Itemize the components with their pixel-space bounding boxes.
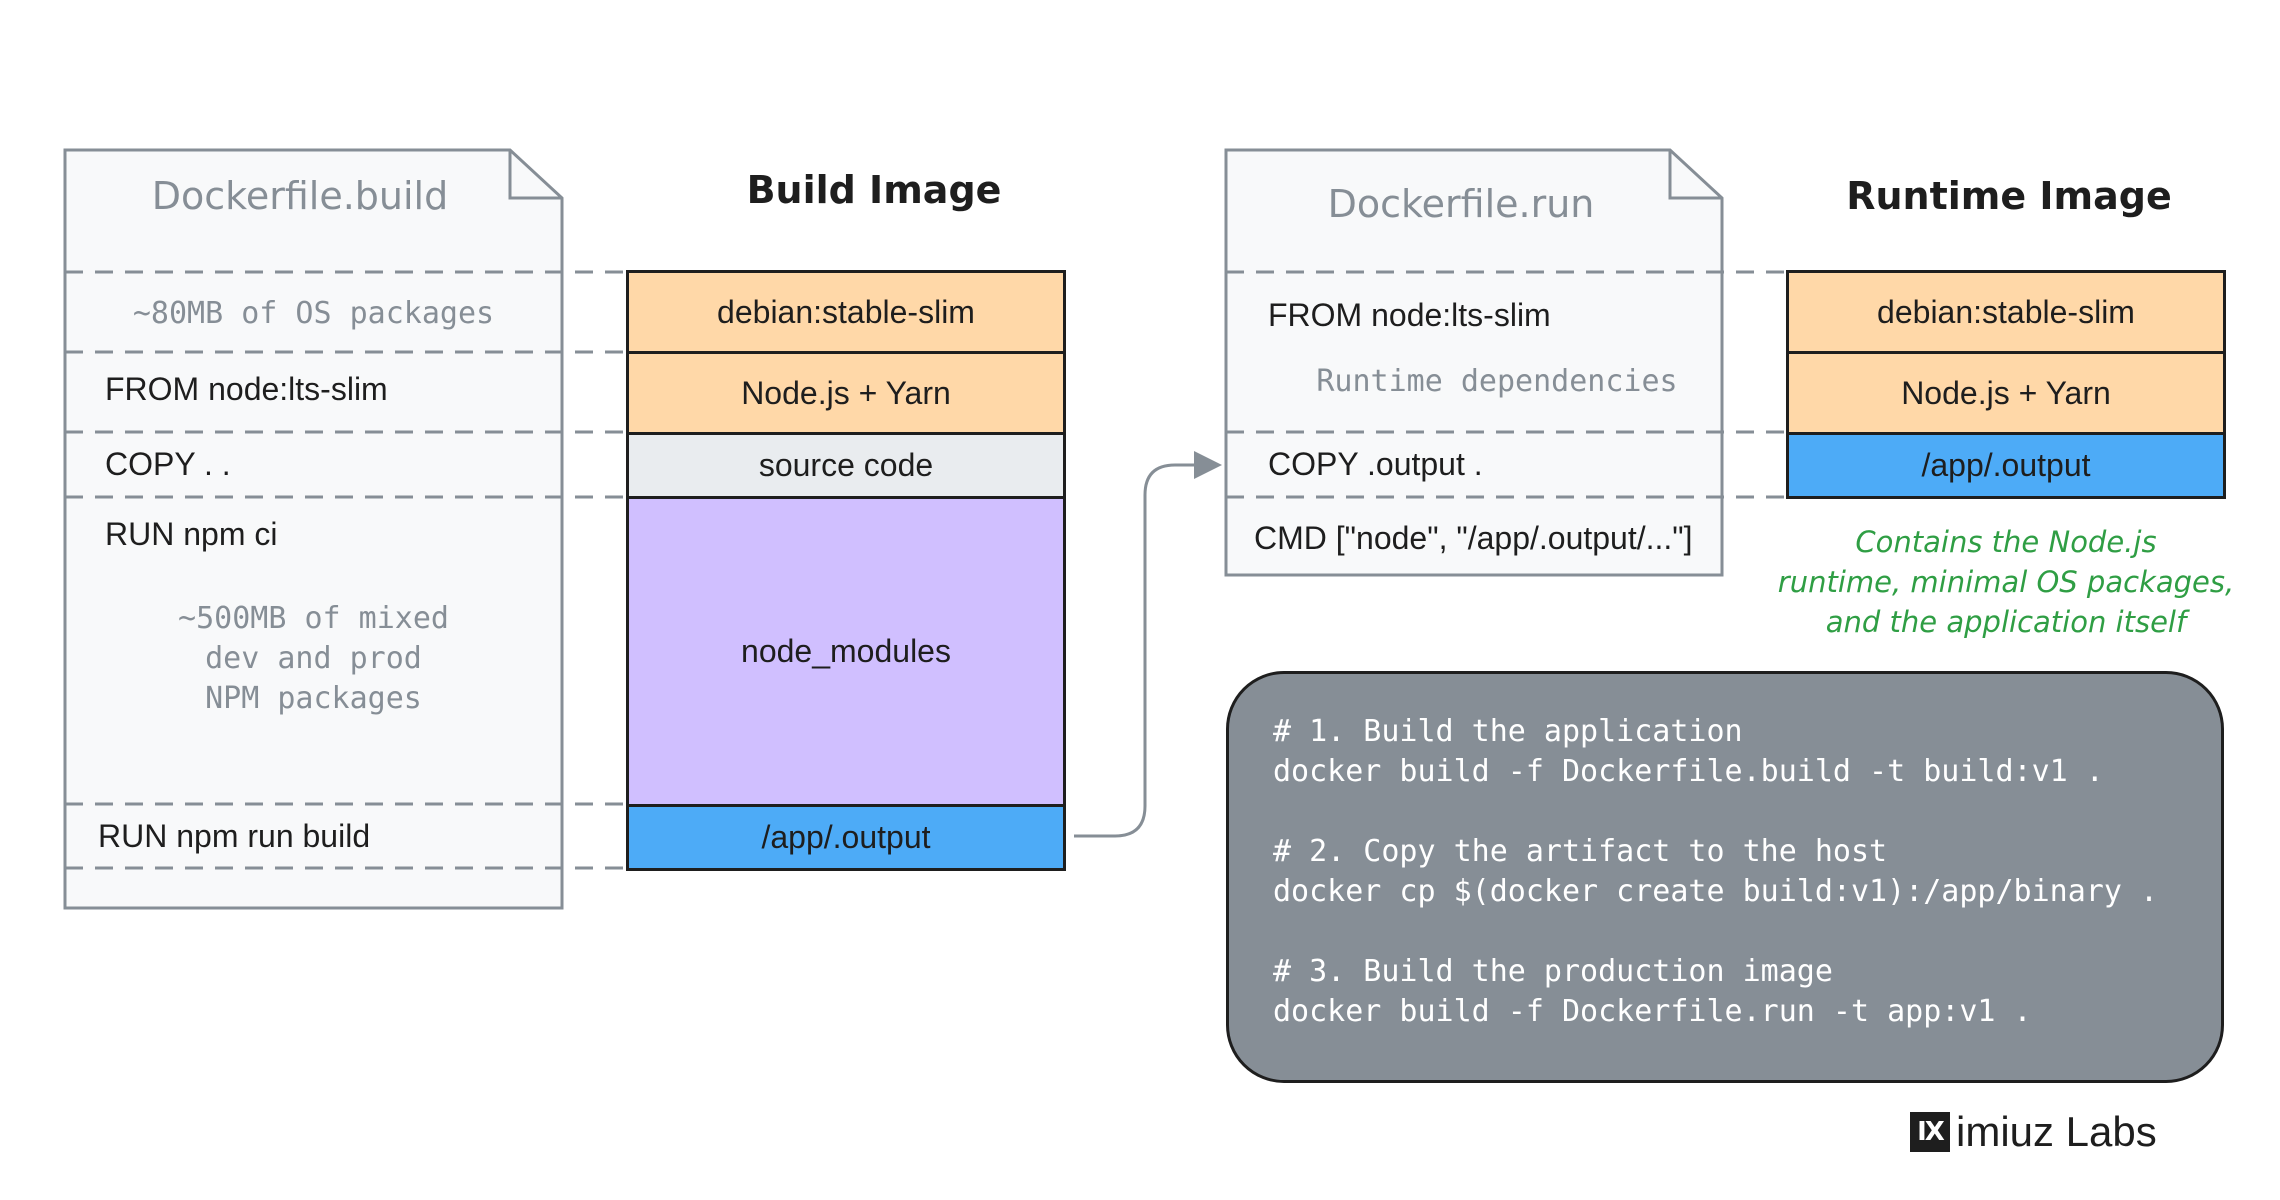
brand-logo: IX imiuz Labs <box>1910 1108 2157 1156</box>
dockerfile-run-fold <box>1668 150 1722 200</box>
build-layer-output: /app/.output <box>626 804 1066 871</box>
run-from-line: FROM node:lts-slim <box>1268 297 1551 333</box>
runtime-deps-note: Runtime dependencies <box>1316 364 1678 399</box>
dockerfile-run-outline <box>1224 148 1724 577</box>
build-layer-node-modules: node_modules <box>626 496 1066 807</box>
dockerfile-run-title: Dockerfile.run <box>1327 182 1595 226</box>
command-comment: # 2. Copy the artifact to the host <box>1273 834 1888 869</box>
runtime-note-line: Contains the Node.js <box>1855 525 2157 559</box>
build-run-build-line: RUN npm run build <box>98 818 371 854</box>
build-doc-separators <box>65 270 626 870</box>
run-copy-line: COPY .output . <box>1268 446 1483 482</box>
run-doc-separators <box>1226 270 1786 499</box>
npm-packages-note: ~500MB of mixed dev and prod NPM package… <box>65 599 562 719</box>
commands-box: # 1. Build the application docker build … <box>1226 671 2224 1083</box>
build-layer-source: source code <box>626 432 1066 499</box>
runtime-image-title: Runtime Image <box>1846 174 2172 218</box>
runtime-layer-node: Node.js + Yarn <box>1786 351 2226 435</box>
build-run-ci-line: RUN npm ci <box>105 516 278 552</box>
command-blank <box>1273 792 2177 832</box>
command-line: docker cp $(docker create build:v1):/app… <box>1273 874 2159 909</box>
npm-note-line: dev and prod <box>205 641 422 676</box>
build-image-title: Build Image <box>746 168 1002 212</box>
build-layer-node: Node.js + Yarn <box>626 351 1066 435</box>
dockerfile-build-fold <box>508 150 562 200</box>
command-line: docker build -f Dockerfile.run -t app:v1… <box>1273 994 2032 1029</box>
os-packages-note: ~80MB of OS packages <box>132 296 495 331</box>
build-copy-line: COPY . . <box>105 446 231 482</box>
runtime-note-line: and the application itself <box>1825 605 2187 639</box>
runtime-layer-output: /app/.output <box>1786 432 2226 499</box>
brand-name: imiuz Labs <box>1956 1108 2157 1155</box>
command-blank <box>1273 912 2177 952</box>
dockerfile-build-title: Dockerfile.build <box>151 174 449 218</box>
runtime-layer-debian: debian:stable-slim <box>1786 270 2226 354</box>
run-cmd-line: CMD ["node", "/app/.output/..."] <box>1254 520 1693 556</box>
runtime-note-line: runtime, minimal OS packages, <box>1777 565 2235 599</box>
build-layer-debian: debian:stable-slim <box>626 270 1066 354</box>
runtime-image-note: Contains the Node.js runtime, minimal OS… <box>1756 522 2256 642</box>
brand-mark: IX <box>1910 1112 1950 1152</box>
npm-note-line: ~500MB of mixed <box>178 601 449 636</box>
artifact-arrow <box>1074 463 1200 838</box>
command-comment: # 3. Build the production image <box>1273 954 1833 989</box>
command-comment: # 1. Build the application <box>1273 714 1743 749</box>
artifact-arrow-head <box>1194 451 1222 479</box>
build-from-line: FROM node:lts-slim <box>105 371 388 407</box>
npm-note-line: NPM packages <box>205 681 422 716</box>
dockerfile-build-outline <box>63 148 564 910</box>
command-line: docker build -f Dockerfile.build -t buil… <box>1273 754 2104 789</box>
